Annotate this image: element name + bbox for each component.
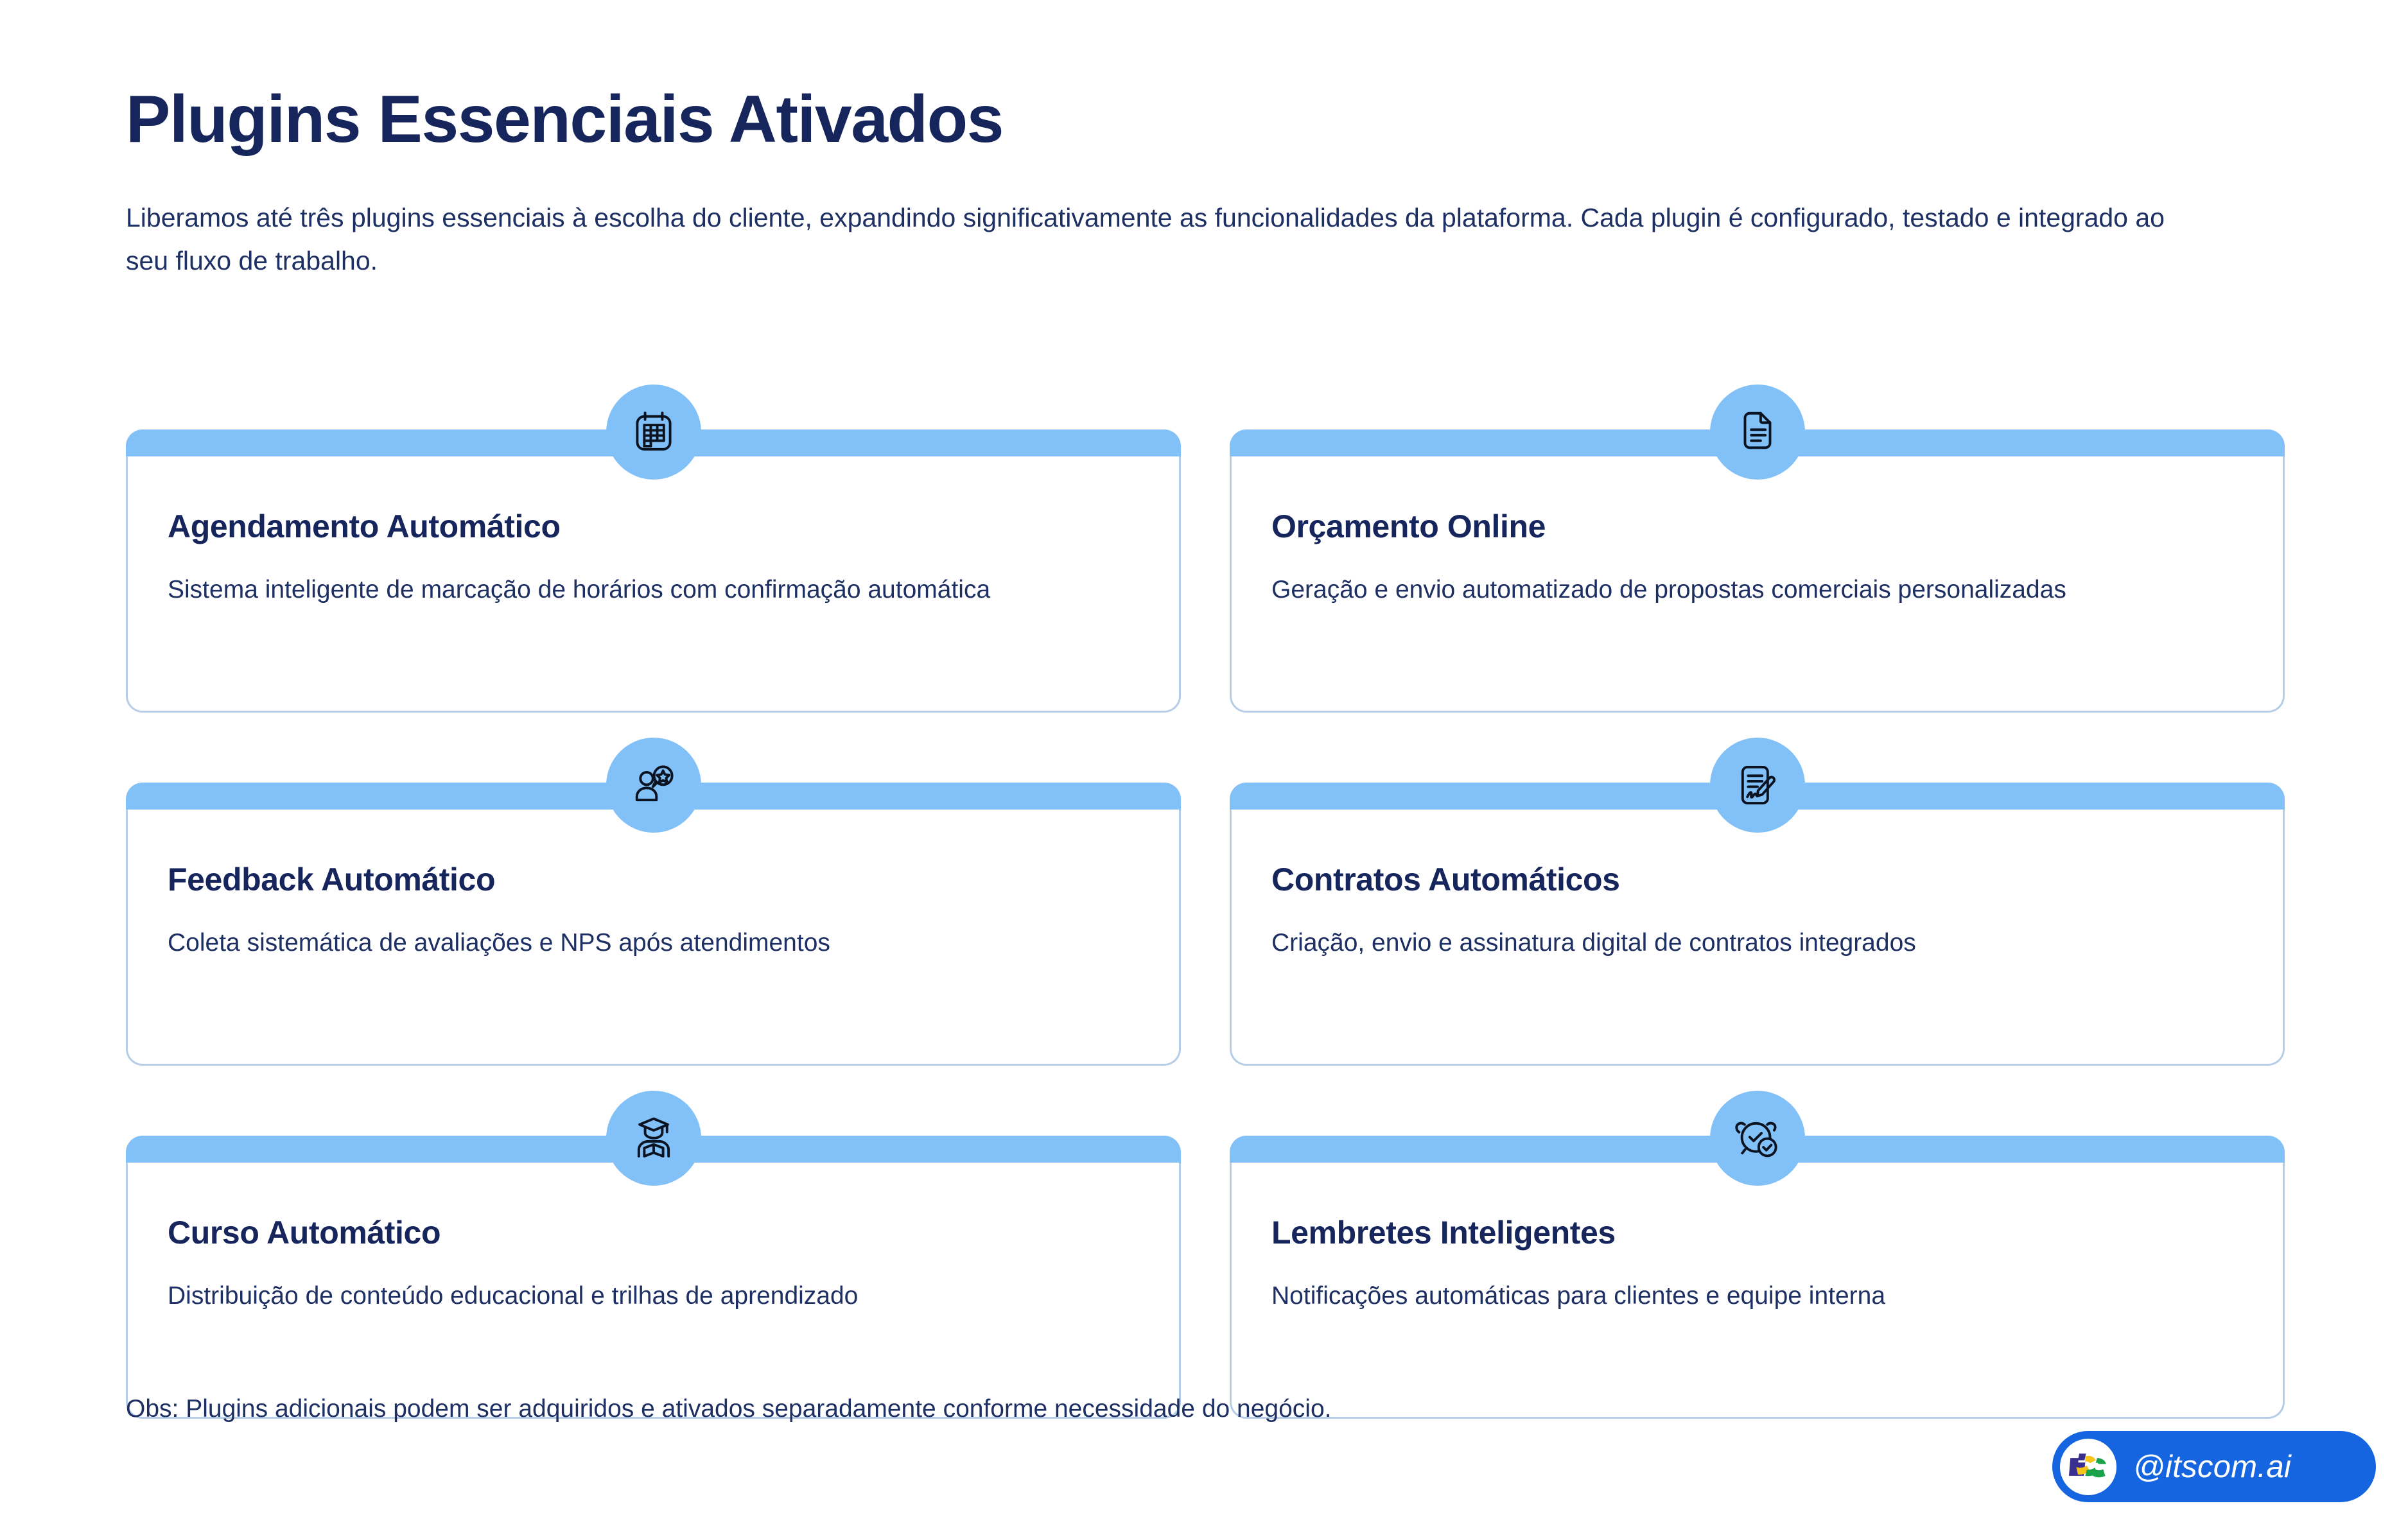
contract-signature-icon (1709, 738, 1805, 833)
plugin-card[interactable]: Contratos Automáticos Criação, envio e a… (1230, 738, 2285, 1066)
card-description: Criação, envio e assinatura digital de c… (1271, 929, 1916, 957)
card-body: Feedback Automático Coleta sistemática d… (128, 785, 1179, 963)
card-title: Orçamento Online (1271, 508, 1546, 544)
card-description: Notificações automáticas para clientes e… (1271, 1282, 1886, 1310)
card-title: Lembretes Inteligentes (1271, 1215, 1616, 1251)
its-logo-icon (2060, 1438, 2116, 1495)
plugin-card[interactable]: Agendamento Automático Sistema inteligen… (126, 385, 1181, 713)
card-title: Curso Automático (168, 1215, 441, 1251)
plugin-card[interactable]: Feedback Automático Coleta sistemática d… (126, 738, 1181, 1066)
card-body: Curso Automático Distribuição de conteúd… (128, 1138, 1179, 1316)
page-subtitle: Liberamos até três plugins essenciais à … (126, 203, 2165, 275)
brand-badge[interactable]: @itscom.ai (2052, 1431, 2376, 1502)
card-description: Distribuição de conteúdo educacional e t… (168, 1282, 859, 1310)
card-title: Feedback Automático (168, 862, 496, 897)
card-description: Geração e envio automatizado de proposta… (1271, 576, 2066, 603)
brand-handle: @itscom.ai (2133, 1449, 2292, 1484)
footer-note: Obs: Plugins adicionais podem ser adquir… (126, 1395, 1332, 1423)
plugin-card[interactable]: Curso Automático Distribuição de conteúd… (126, 1091, 1181, 1419)
graduate-book-icon (606, 1091, 701, 1186)
card-body: Lembretes Inteligentes Notificações auto… (1232, 1138, 2283, 1316)
card-description: Sistema inteligente de marcação de horár… (168, 576, 991, 603)
plugin-card[interactable]: Lembretes Inteligentes Notificações auto… (1230, 1091, 2285, 1419)
user-star-feedback-icon (606, 738, 701, 833)
document-icon (1709, 385, 1805, 480)
card-body: Agendamento Automático Sistema inteligen… (128, 431, 1179, 610)
card-body: Orçamento Online Geração e envio automat… (1232, 431, 2283, 610)
plugin-card[interactable]: Orçamento Online Geração e envio automat… (1230, 385, 2285, 713)
card-description: Coleta sistemática de avaliações e NPS a… (168, 929, 830, 957)
alarm-check-icon (1709, 1091, 1805, 1186)
plugin-cards-grid: Agendamento Automático Sistema inteligen… (126, 385, 2285, 1419)
calendar-icon (606, 385, 701, 480)
page-title: Plugins Essenciais Ativados (126, 82, 1004, 157)
card-title: Contratos Automáticos (1271, 862, 1620, 897)
card-body: Contratos Automáticos Criação, envio e a… (1232, 785, 2283, 963)
header: Plugins Essenciais Ativados Liberamos at… (126, 82, 2245, 282)
card-title: Agendamento Automático (168, 508, 561, 544)
